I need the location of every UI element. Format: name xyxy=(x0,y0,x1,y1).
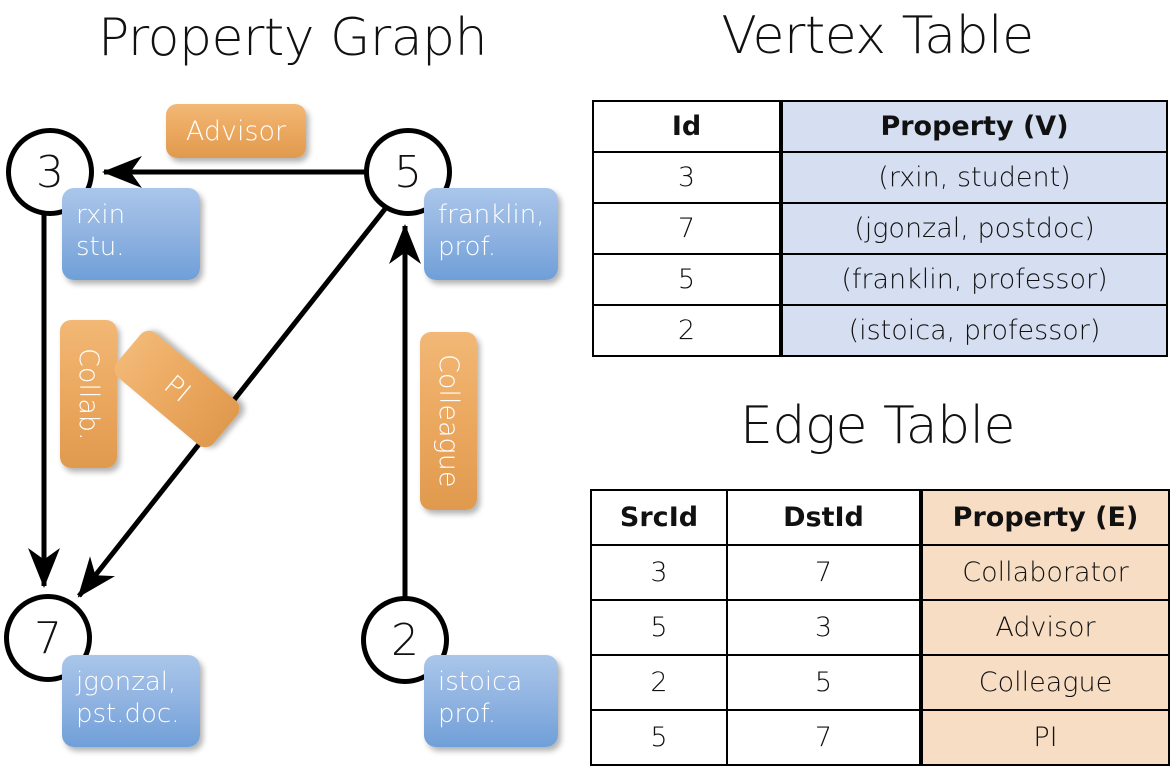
edge-table-header-row: SrcId DstId Property (E) xyxy=(590,489,1170,546)
vertex-cell-id: 7 xyxy=(592,202,782,255)
table-row: 3 7 Collaborator xyxy=(590,544,1170,601)
graph-edge-label-advisor: Advisor xyxy=(166,104,306,158)
page-title-edge-table: Edge Table xyxy=(739,396,1016,456)
edge-cell-srcid: 5 xyxy=(590,709,728,766)
edge-cell-srcid: 2 xyxy=(590,654,728,711)
vertex-cell-property: (istoica, professor) xyxy=(779,304,1168,357)
vertex-table: Id Property (V) 3 (rxin, student) 7 (jgo… xyxy=(592,100,1168,357)
table-row: 2 (istoica, professor) xyxy=(592,304,1168,357)
edge-cell-dstid: 3 xyxy=(726,599,922,656)
table-row: 2 5 Colleague xyxy=(590,654,1170,711)
graph-node-7-property: jgonzal, pst.doc. xyxy=(62,655,200,747)
graph-node-5-property-line1: franklin, xyxy=(438,200,545,230)
graph-edge-label-pi-text: PI xyxy=(157,369,197,409)
graph-edge-label-advisor-text: Advisor xyxy=(185,115,287,147)
page-title-property-graph: Property Graph xyxy=(97,8,488,68)
graph-edge-label-collab: Collab. xyxy=(60,320,117,468)
table-row: 5 3 Advisor xyxy=(590,599,1170,656)
graph-node-5[interactable]: 5 xyxy=(364,128,452,216)
vertex-cell-id: 2 xyxy=(592,304,782,357)
vertex-cell-id: 5 xyxy=(592,253,782,306)
property-graph-diagram: 3 5 7 2 rxin stu. franklin, prof. jgonza… xyxy=(0,0,585,760)
edge-cell-dstid: 7 xyxy=(726,709,922,766)
vertex-table-header-property: Property (V) xyxy=(779,100,1168,153)
edge-table: SrcId DstId Property (E) 3 7 Collaborato… xyxy=(590,489,1170,766)
graph-edge-label-colleague: Colleague xyxy=(420,332,477,510)
edge-cell-srcid: 3 xyxy=(590,544,728,601)
graph-node-2-property-line1: istoica xyxy=(438,667,523,697)
vertex-cell-property: (franklin, professor) xyxy=(779,253,1168,306)
edge-cell-dstid: 7 xyxy=(726,544,922,601)
edge-cell-property: Advisor xyxy=(919,599,1170,656)
table-row: 3 (rxin, student) xyxy=(592,151,1168,204)
graph-node-2-property-line2: prof. xyxy=(438,698,497,729)
edge-table-header-dstid: DstId xyxy=(726,489,922,546)
vertex-cell-property: (rxin, student) xyxy=(779,151,1168,204)
table-row: 7 (jgonzal, postdoc) xyxy=(592,202,1168,255)
vertex-cell-property: (jgonzal, postdoc) xyxy=(779,202,1168,255)
edge-cell-srcid: 5 xyxy=(590,599,728,656)
vertex-table-header-row: Id Property (V) xyxy=(592,100,1168,153)
graph-node-5-property: franklin, prof. xyxy=(424,188,558,280)
edge-cell-property: PI xyxy=(919,709,1170,766)
edge-table-header-property: Property (E) xyxy=(919,489,1170,546)
vertex-cell-id: 3 xyxy=(592,151,782,204)
graph-node-3-property-line1: rxin xyxy=(76,200,126,230)
graph-node-7-property-line2: pst.doc. xyxy=(76,698,180,729)
edge-cell-property: Collaborator xyxy=(919,544,1170,601)
graph-edge-label-collab-text: Collab. xyxy=(73,347,104,441)
graph-edge-label-colleague-text: Colleague xyxy=(433,354,464,488)
graph-node-3-property: rxin stu. xyxy=(62,188,200,280)
edge-cell-dstid: 5 xyxy=(726,654,922,711)
vertex-table-header-id: Id xyxy=(592,100,782,153)
graph-node-2-property: istoica prof. xyxy=(424,655,558,747)
page-title-vertex-table: Vertex Table xyxy=(721,6,1034,66)
graph-node-2[interactable]: 2 xyxy=(361,596,449,684)
edge-cell-property: Colleague xyxy=(919,654,1170,711)
graph-node-3-property-line2: stu. xyxy=(76,231,125,262)
table-row: 5 7 PI xyxy=(590,709,1170,766)
graph-node-5-property-line2: prof. xyxy=(438,231,497,262)
edge-table-header-srcid: SrcId xyxy=(590,489,728,546)
table-row: 5 (franklin, professor) xyxy=(592,253,1168,306)
graph-node-7-property-line1: jgonzal, xyxy=(76,667,177,697)
